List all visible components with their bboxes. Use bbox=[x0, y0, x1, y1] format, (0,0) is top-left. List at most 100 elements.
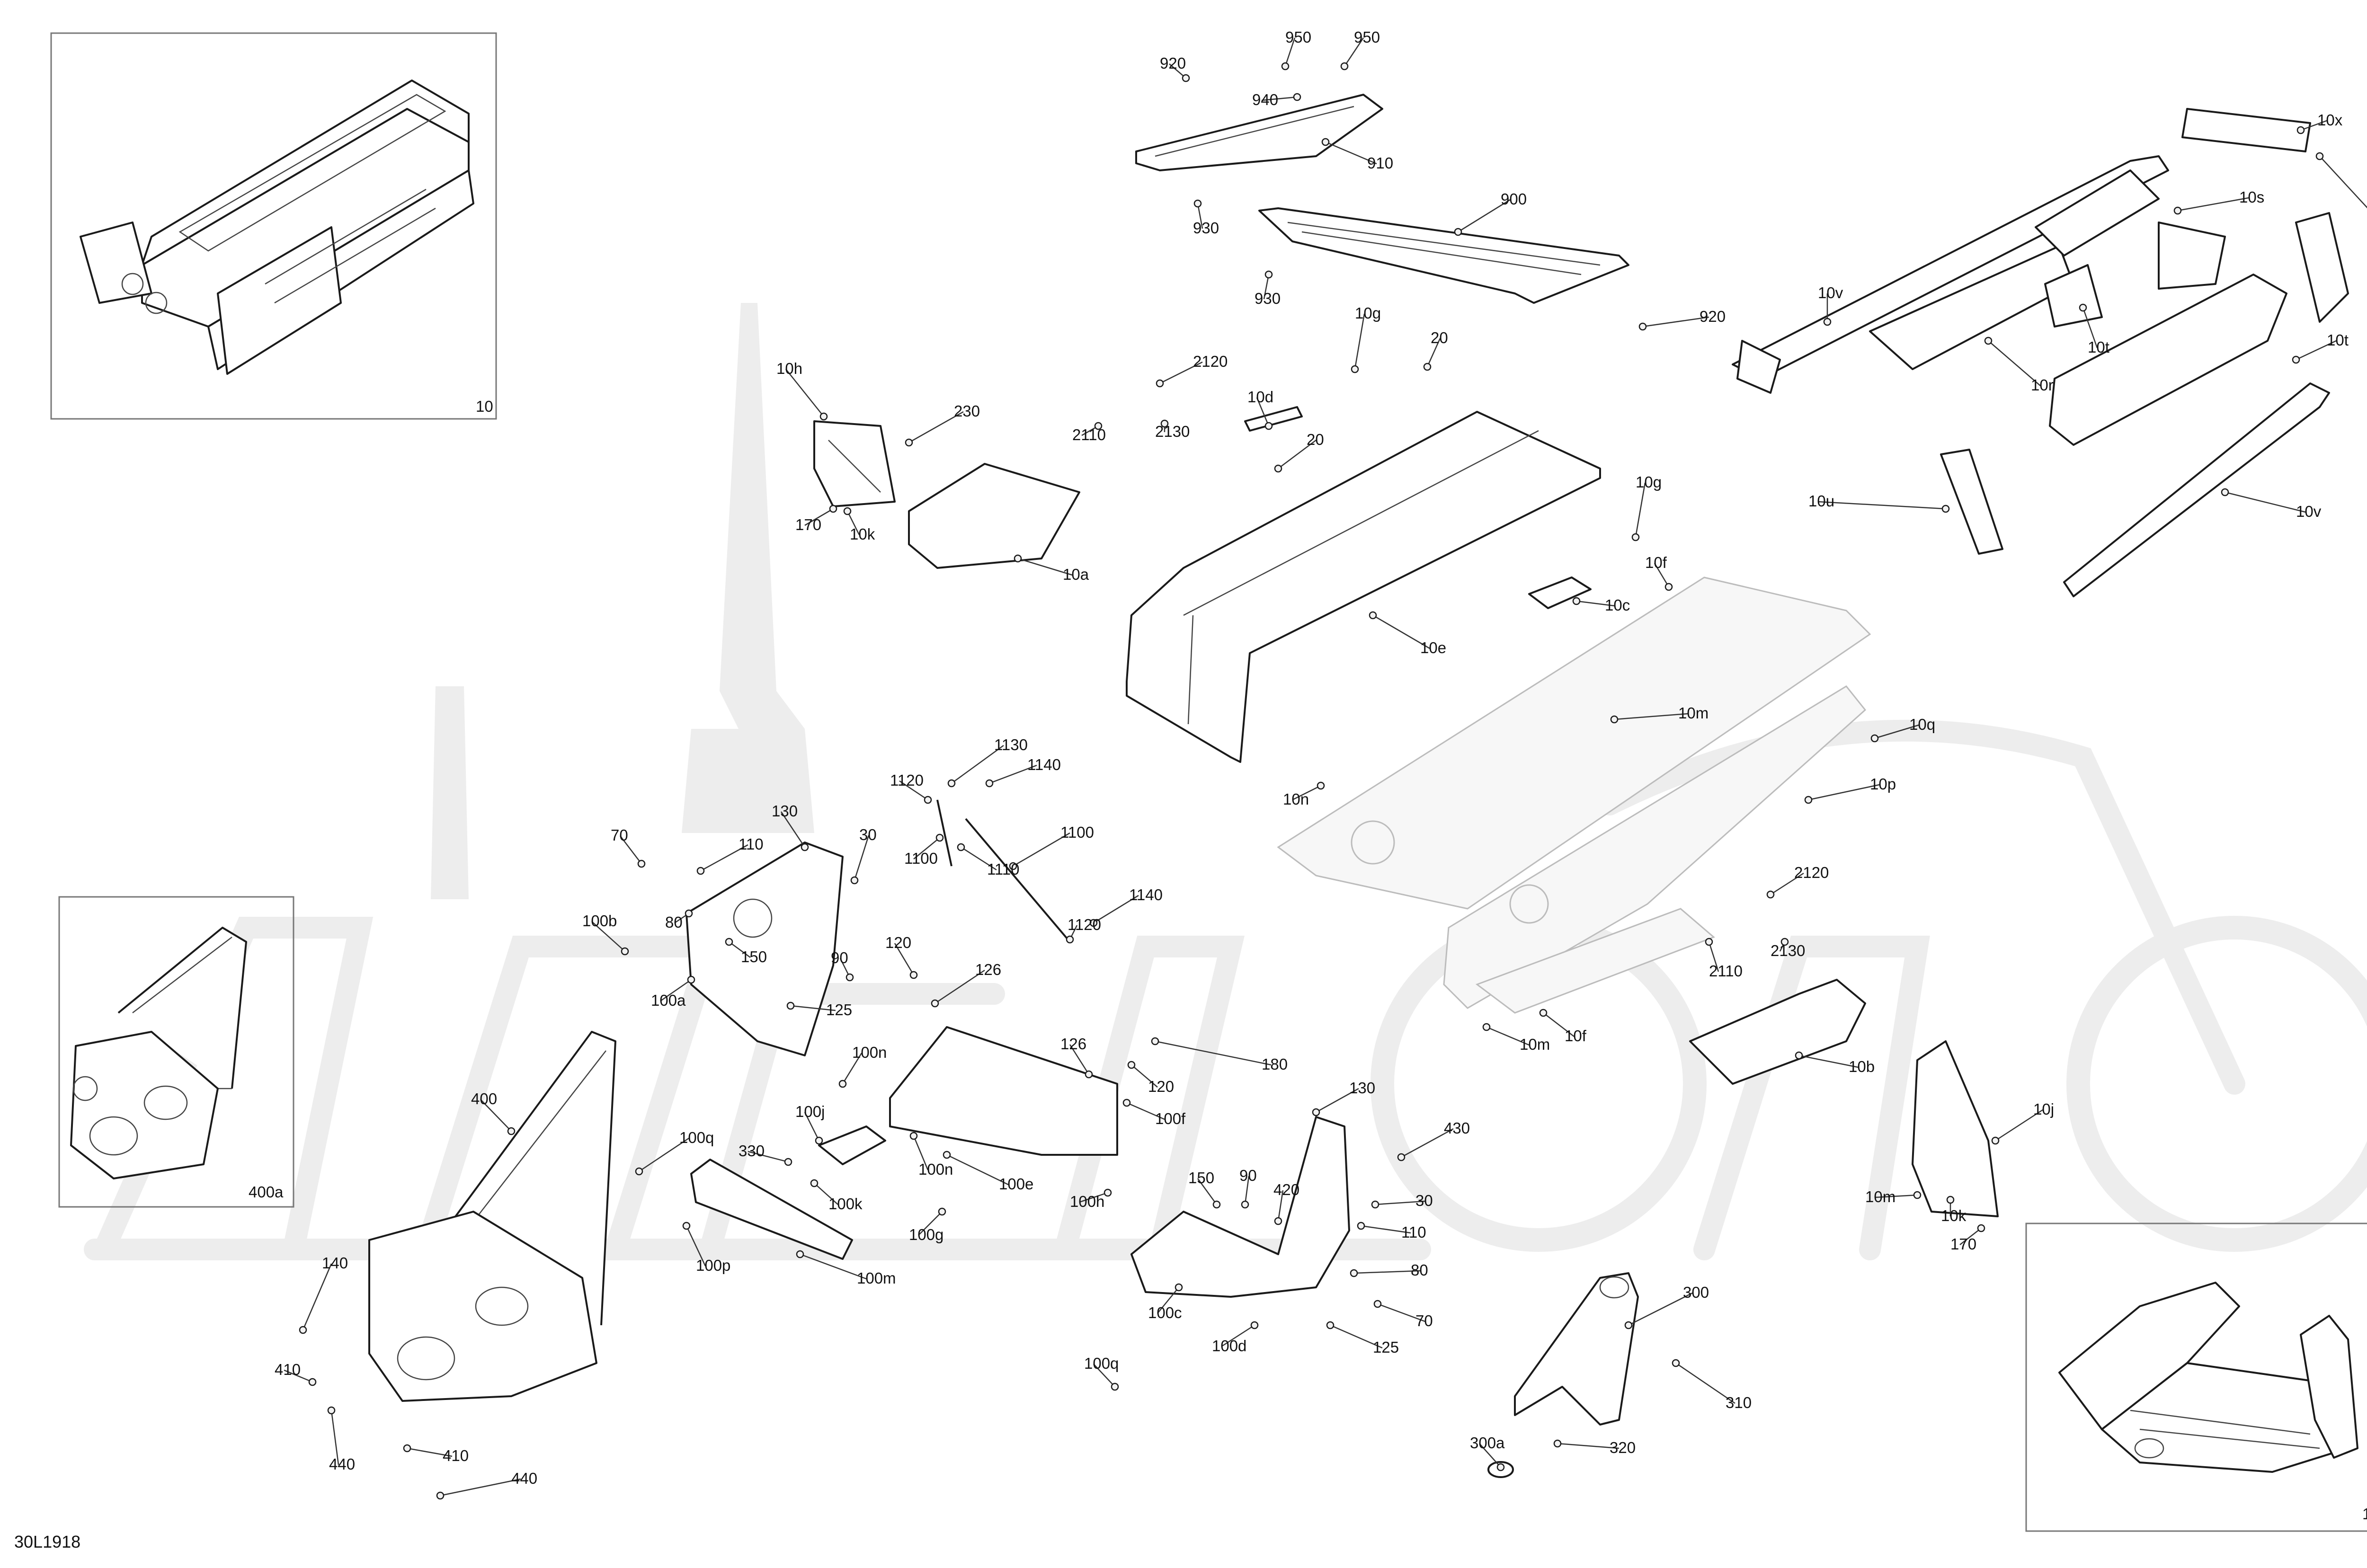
leader-line bbox=[846, 511, 860, 535]
leader-line bbox=[1817, 501, 1946, 510]
hardware-marker bbox=[687, 975, 695, 984]
hardware-marker bbox=[1638, 322, 1647, 331]
hardware-marker bbox=[1977, 1224, 1985, 1232]
hardware-marker bbox=[829, 505, 837, 513]
leader-line bbox=[804, 508, 834, 526]
leader-line bbox=[620, 835, 642, 864]
hardware-marker bbox=[1293, 93, 1301, 101]
hardware-marker bbox=[2315, 152, 2324, 160]
callout-label: 100q bbox=[1084, 1355, 1119, 1372]
hardware-marker bbox=[1624, 1321, 1633, 1329]
hardware-marker bbox=[1127, 1061, 1136, 1069]
part-10a-bracket bbox=[908, 463, 1080, 569]
callout-label: 320 bbox=[1610, 1439, 1636, 1456]
leader-line bbox=[1770, 872, 1804, 895]
callout-label: 2110 bbox=[1072, 426, 1106, 443]
hardware-marker bbox=[815, 1136, 823, 1145]
leader-line bbox=[1576, 600, 1615, 607]
hardware-marker bbox=[2292, 355, 2300, 364]
part-1100-strut bbox=[936, 799, 1071, 943]
callout-label: 2130 bbox=[1155, 423, 1190, 440]
callout-label: 430 bbox=[1444, 1119, 1470, 1137]
leader-line bbox=[440, 1478, 521, 1497]
callout-label: 120 bbox=[885, 934, 911, 951]
leader-line bbox=[480, 1099, 512, 1132]
callout-label: 10v bbox=[2296, 503, 2322, 520]
leader-line bbox=[908, 411, 964, 443]
leader-line bbox=[2300, 120, 2327, 131]
leader-line bbox=[1344, 37, 1364, 67]
hardware-marker bbox=[1089, 919, 1098, 927]
hardware-marker bbox=[1264, 270, 1273, 279]
hardware-marker bbox=[436, 1491, 445, 1500]
leader-line bbox=[660, 979, 692, 1002]
callout-label: 150 bbox=[741, 948, 767, 966]
callout-label: 130 bbox=[772, 802, 798, 820]
leader-line bbox=[1159, 361, 1203, 384]
leader-line bbox=[934, 969, 985, 1004]
hardware-marker bbox=[1941, 505, 1950, 513]
leader-line bbox=[1675, 1362, 1735, 1404]
callout-label: 10r bbox=[2031, 376, 2054, 394]
leader-line bbox=[1479, 1443, 1501, 1468]
leader-line bbox=[2225, 491, 2306, 513]
detail-box-100: 100 bbox=[2025, 1223, 2367, 1532]
hardware-marker bbox=[1241, 1200, 1249, 1209]
detail-box-label: 400a bbox=[249, 1183, 284, 1201]
leader-line bbox=[1353, 1270, 1421, 1274]
leader-line bbox=[1325, 141, 1377, 165]
callout-label: 100q bbox=[679, 1129, 714, 1146]
leader-line bbox=[1278, 440, 1317, 469]
hardware-marker bbox=[1870, 734, 1879, 743]
hardware-marker bbox=[1766, 890, 1775, 899]
part-10d-plate bbox=[1244, 406, 1303, 432]
part-100e-plate bbox=[889, 1026, 1118, 1156]
part-100c-frame bbox=[1130, 1116, 1350, 1298]
leader-line bbox=[1372, 614, 1430, 649]
hardware-marker bbox=[1317, 781, 1325, 790]
leader-line bbox=[1375, 1200, 1425, 1205]
leader-line bbox=[1197, 203, 1203, 229]
callout-label: 10m bbox=[1678, 704, 1709, 722]
leader-line bbox=[790, 1005, 836, 1011]
leader-line bbox=[2082, 307, 2098, 348]
leader-line bbox=[1292, 785, 1321, 801]
callout-label: 100a bbox=[651, 992, 686, 1009]
leader-line bbox=[407, 1447, 453, 1457]
callout-label: 930 bbox=[1255, 290, 1281, 307]
hardware-marker bbox=[682, 1222, 691, 1230]
callout-label: 300 bbox=[1683, 1284, 1709, 1301]
hardware-marker bbox=[1085, 1070, 1093, 1079]
callout-label: 100c bbox=[1148, 1304, 1182, 1321]
callout-label: 170 bbox=[1950, 1235, 1976, 1253]
callout-label: 10d bbox=[1247, 388, 1273, 406]
leader-line bbox=[842, 1053, 863, 1084]
callout-label: 230 bbox=[954, 402, 980, 420]
hardware-marker bbox=[2079, 303, 2087, 312]
hardware-marker bbox=[909, 971, 918, 979]
part-10j-shield bbox=[1912, 1040, 1999, 1217]
callout-label: 170 bbox=[795, 516, 821, 533]
part-10e-cover bbox=[1126, 411, 1601, 763]
leader-line bbox=[961, 846, 997, 871]
leader-line bbox=[330, 1410, 339, 1465]
callout-label: 440 bbox=[329, 1455, 355, 1473]
hardware-marker bbox=[1274, 464, 1282, 473]
hardware-marker bbox=[1312, 1108, 1320, 1116]
callout-label: 10t bbox=[2088, 338, 2109, 356]
hardware-marker bbox=[850, 876, 859, 885]
callout-label: 1100 bbox=[1060, 824, 1094, 841]
leader-line bbox=[1069, 1044, 1090, 1075]
leader-line bbox=[1654, 563, 1670, 587]
callout-label: 10t bbox=[2327, 331, 2349, 349]
leader-line bbox=[1458, 199, 1511, 233]
callout-label: 1120 bbox=[890, 771, 924, 789]
callout-label: 10f bbox=[1645, 554, 1667, 571]
hardware-marker bbox=[1094, 422, 1103, 430]
leader-lines bbox=[284, 37, 2367, 1500]
callout-label: 20 bbox=[1431, 329, 1448, 346]
callout-label: 90 bbox=[831, 949, 848, 966]
hardware-marker bbox=[635, 1167, 643, 1176]
hardware-marker bbox=[1823, 318, 1832, 326]
